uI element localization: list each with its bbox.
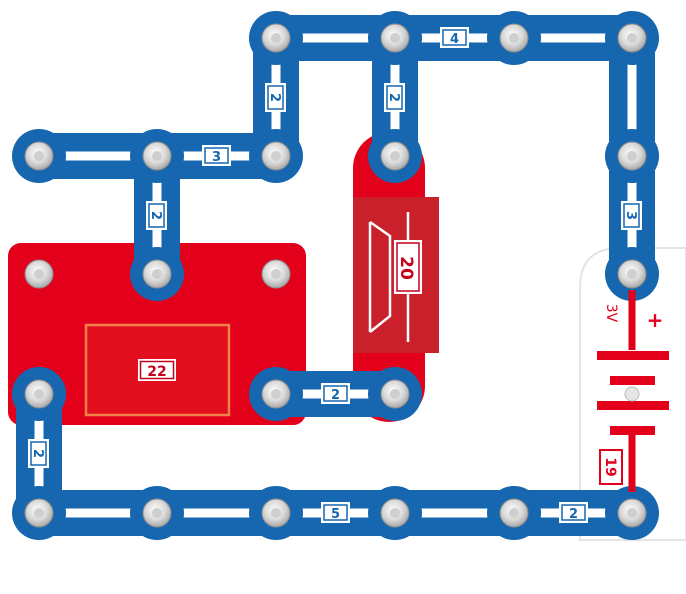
snap-stud <box>261 498 291 528</box>
wire-label-top-right-text: 4 <box>450 32 459 47</box>
snap-stud <box>261 259 291 289</box>
snap-stud <box>142 259 172 289</box>
wire-label-left-to-module: 2 <box>146 201 167 230</box>
snap-stud <box>617 259 647 289</box>
snap-stud <box>380 141 410 171</box>
battery-center-stud <box>624 386 640 402</box>
snap-stud <box>380 379 410 409</box>
wire-label-left-to-module-text: 2 <box>148 211 163 220</box>
wire-label-top-left: 2 <box>265 83 286 112</box>
wire-label-right-vertical-text: 3 <box>623 211 638 220</box>
battery-voltage-label: 3V <box>603 304 619 323</box>
speaker-icon <box>368 220 392 333</box>
wire-label-bottom-right-text: 2 <box>569 507 578 522</box>
wire-label-middle-left-text: 3 <box>212 150 221 165</box>
wire-label-top-center-text: 2 <box>386 93 401 102</box>
wire-label-bottom-center-short-text: 2 <box>331 388 340 403</box>
speaker-label: 20 <box>396 256 416 280</box>
snap-stud <box>617 23 647 53</box>
wire-label-right-vertical: 3 <box>621 201 642 230</box>
speaker-20: 20 <box>353 132 439 422</box>
snap-stud <box>24 141 54 171</box>
snap-stud <box>380 23 410 53</box>
snap-stud <box>261 379 291 409</box>
snap-stud <box>24 259 54 289</box>
wire-label-left-bottom: 2 <box>28 439 49 468</box>
wire-label-bottom-center-text: 5 <box>331 507 340 522</box>
snap-stud <box>142 141 172 171</box>
snap-stud <box>24 498 54 528</box>
battery-plus-sign: + <box>647 308 664 332</box>
wire-label-top-center: 2 <box>384 83 405 112</box>
wire-label-left-bottom-text: 2 <box>30 449 45 458</box>
snap-stud <box>499 498 529 528</box>
module-22-label: 22 <box>147 364 166 380</box>
snap-stud <box>617 141 647 171</box>
snap-stud <box>261 141 291 171</box>
snap-stud <box>617 498 647 528</box>
snap-stud <box>499 23 529 53</box>
snap-stud <box>261 23 291 53</box>
module-22-label-box <box>138 359 176 381</box>
wire-label-bottom-center: 5 <box>321 502 350 523</box>
snap-stud <box>142 498 172 528</box>
snap-stud <box>24 379 54 409</box>
wire-label-bottom-center-short: 2 <box>321 383 350 404</box>
battery-label-box <box>599 449 623 485</box>
speaker-label-box <box>394 240 422 294</box>
wire-label-top-right: 4 <box>440 27 469 48</box>
snap-studs <box>24 23 647 528</box>
wire-label-middle-left: 3 <box>202 145 231 166</box>
wire-label-bottom-right: 2 <box>559 502 588 523</box>
battery-label: 19 <box>602 457 618 476</box>
snap-stud <box>380 498 410 528</box>
battery-19: + 3V 19 <box>597 290 669 492</box>
wire-label-top-left-text: 2 <box>267 93 282 102</box>
